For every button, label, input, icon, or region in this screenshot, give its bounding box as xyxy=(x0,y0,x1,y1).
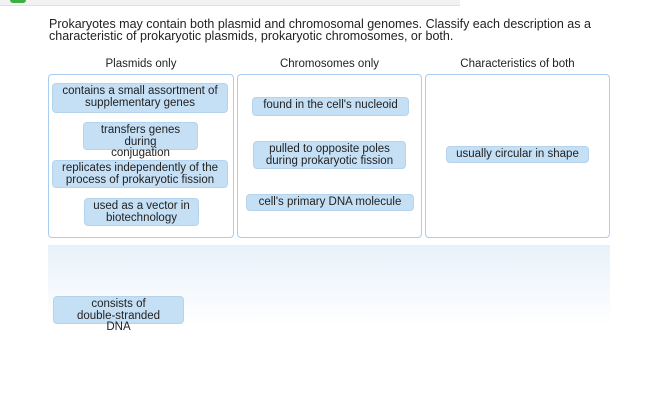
top-bar xyxy=(0,0,460,6)
chip-double-stranded[interactable]: consists of double-stranded DNA xyxy=(53,296,184,333)
chip-vector[interactable]: used as a vector in biotechnology xyxy=(84,198,199,226)
header-plasmids: Plasmids only xyxy=(105,58,177,70)
chip-primary-dna[interactable]: cell's primary DNA molecule xyxy=(246,194,414,211)
app-icon xyxy=(10,0,26,3)
dropzone-both[interactable] xyxy=(425,74,610,238)
chip-supplementary-genes[interactable]: contains a small assortment of supplemen… xyxy=(52,83,228,113)
question-prompt: Prokaryotes may contain both plasmid and… xyxy=(49,17,591,43)
header-both: Characteristics of both xyxy=(460,58,575,70)
chip-conjugation[interactable]: transfers genes during conjugation xyxy=(83,122,198,159)
dropzone-chromosomes[interactable] xyxy=(237,74,422,238)
dropzone-plasmids[interactable] xyxy=(48,74,234,238)
chip-opposite-poles[interactable]: pulled to opposite poles during prokaryo… xyxy=(253,141,406,169)
chip-circular[interactable]: usually circular in shape xyxy=(446,146,589,163)
chip-replicates-independently[interactable]: replicates independently of the process … xyxy=(52,160,228,188)
chip-nucleoid[interactable]: found in the cell's nucleoid xyxy=(252,97,409,116)
header-chromosomes: Chromosomes only xyxy=(279,58,380,70)
